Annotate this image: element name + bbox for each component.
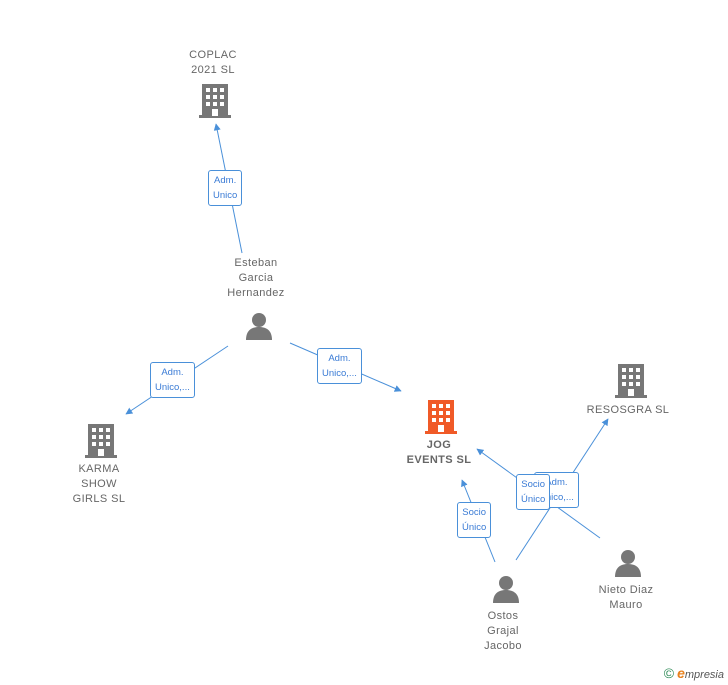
- label-line: JOG: [426, 439, 452, 451]
- label-line: Hernandez: [227, 287, 285, 299]
- label-line: Grajal: [487, 625, 519, 637]
- node-label-ostos[interactable]: Ostos Grajal Jacobo: [473, 609, 533, 654]
- copyright-notice: © empresia: [664, 665, 724, 681]
- label-line: Garcia: [238, 272, 274, 284]
- building-icon[interactable]: [199, 84, 231, 118]
- person-icon[interactable]: [615, 550, 641, 577]
- edge-label-ostos-jog[interactable]: Socio Único: [457, 502, 492, 538]
- person-icon[interactable]: [493, 576, 519, 603]
- edge-label-line: Único: [462, 522, 487, 533]
- brand-logo: empresia: [677, 665, 724, 681]
- node-label-coplac[interactable]: COPLAC 2021 SL: [183, 48, 243, 78]
- building-icon[interactable]: [615, 364, 647, 398]
- edge-label-line: Adm.: [161, 367, 184, 378]
- edge-label-nieto-jog[interactable]: Socio Único: [516, 474, 551, 510]
- node-label-jog[interactable]: JOG EVENTS SL: [399, 438, 479, 468]
- brand-name: mpresia: [684, 669, 724, 681]
- node-label-karma[interactable]: KARMA SHOW GIRLS SL: [64, 462, 134, 507]
- edge-label-esteban-jog[interactable]: Adm. Unico,...: [317, 348, 362, 384]
- label-line: Esteban: [234, 257, 278, 269]
- copyright-icon: ©: [663, 665, 675, 681]
- edge-label-line: Socio: [462, 507, 487, 518]
- label-line: Jacobo: [484, 640, 522, 652]
- label-line: GIRLS SL: [72, 493, 126, 505]
- edge-label-esteban-coplac[interactable]: Adm. Unico: [208, 170, 243, 206]
- edge-label-line: Adm.: [328, 353, 351, 364]
- label-line: Mauro: [609, 599, 643, 611]
- edge-label-line: Unico,...: [322, 368, 357, 379]
- edge-label-line: Unico,...: [539, 492, 574, 503]
- node-label-nieto[interactable]: Nieto Diaz Mauro: [590, 583, 662, 613]
- edge-label-esteban-karma[interactable]: Adm. Unico,...: [150, 362, 195, 398]
- label-line: EVENTS SL: [406, 454, 472, 466]
- edge-label-line: Adm.: [545, 477, 568, 488]
- building-icon[interactable]: [85, 424, 117, 458]
- person-icon[interactable]: [246, 313, 272, 340]
- label-line: 2021 SL: [191, 64, 235, 76]
- building-icon[interactable]: [425, 400, 457, 434]
- label-line: SHOW: [81, 478, 117, 490]
- label-line: COPLAC: [189, 49, 237, 61]
- brand-initial: e: [677, 665, 685, 681]
- label-line: Ostos: [487, 610, 519, 622]
- label-line: KARMA: [78, 463, 120, 475]
- node-label-esteban[interactable]: Esteban Garcia Hernandez: [216, 256, 296, 301]
- edge-label-line: Unico,...: [155, 382, 190, 393]
- edge-label-line: Socio: [521, 479, 546, 490]
- label-line: RESOSGRA SL: [586, 404, 670, 416]
- node-label-resosgra[interactable]: RESOSGRA SL: [580, 403, 676, 418]
- edge-label-line: Adm.: [214, 175, 237, 186]
- edge-label-line: Unico: [213, 190, 238, 201]
- edge-label-line: Único: [521, 494, 546, 505]
- label-line: Nieto Diaz: [598, 584, 654, 596]
